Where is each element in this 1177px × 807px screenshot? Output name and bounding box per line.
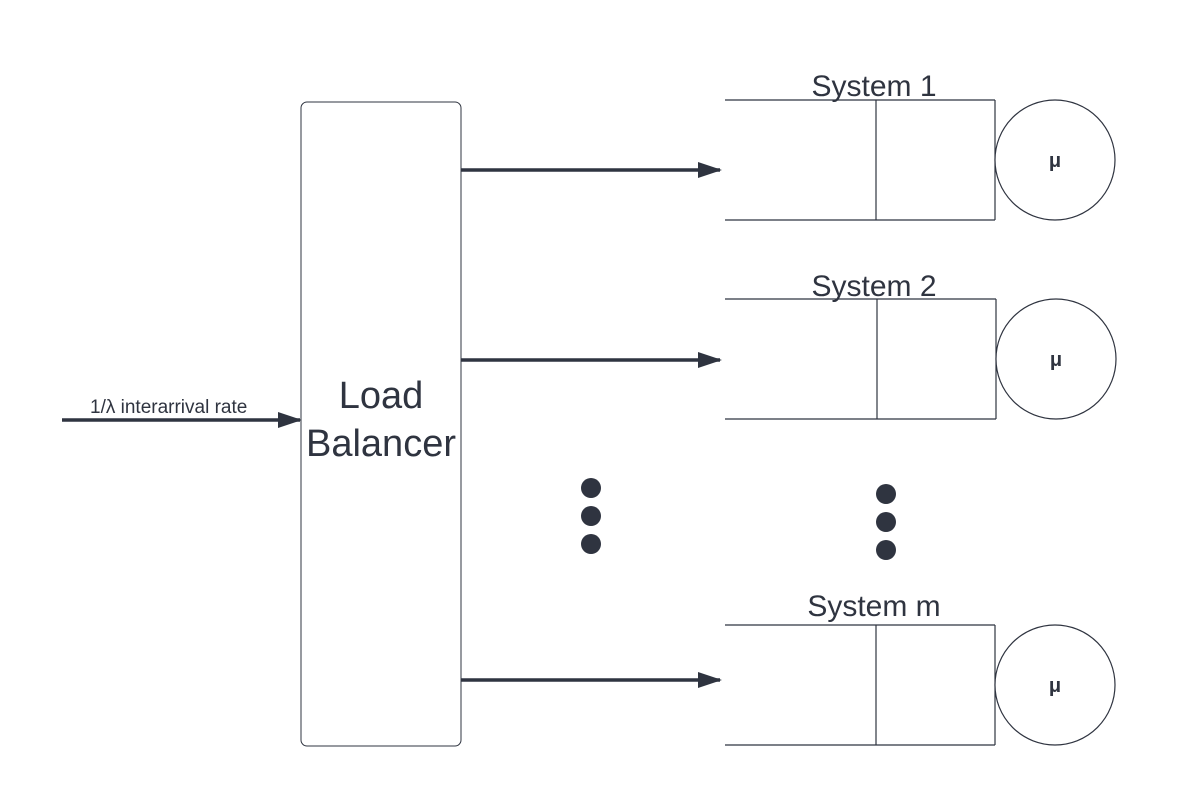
vertical-ellipsis-icon [876,484,896,560]
system-1-queue [725,99,996,221]
arrival-label: 1/λ interarrival rate [90,397,247,418]
system-m-title: System m [807,590,940,623]
system-2-title: System 2 [811,270,936,303]
load-balancer-box [300,101,462,747]
system-m-server-label: μ [1049,675,1061,697]
system-2-server-label: μ [1050,349,1062,371]
system-2-queue [725,298,997,420]
system-m-queue [725,624,996,746]
vertical-ellipsis-icon [581,478,601,554]
load-balancer-label-line2: Balancer [306,423,456,465]
system-m-server [994,624,1116,746]
load-balancer-label-line1: Load [339,375,424,417]
system-2-server [995,298,1117,420]
system-1-server [994,99,1116,221]
system-1-server-label: μ [1049,150,1061,172]
system-1-title: System 1 [811,70,936,103]
